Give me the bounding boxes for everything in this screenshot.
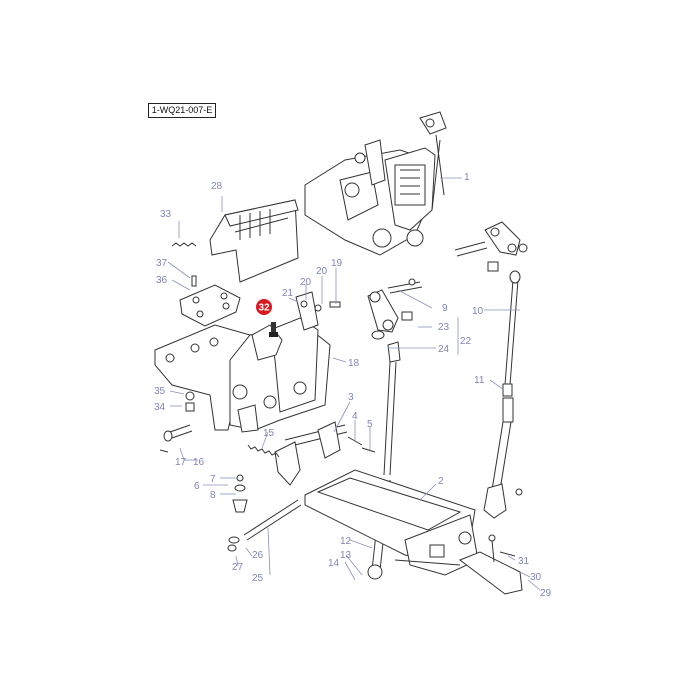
part-label-35: 35: [154, 386, 166, 397]
part-label-20a: 20: [316, 266, 328, 277]
long-pin-25: [227, 499, 302, 552]
part-label-3: 3: [348, 392, 354, 403]
part-label-29: 29: [540, 588, 552, 599]
part-label-15: 15: [263, 428, 275, 439]
part-label-20b: 20: [300, 277, 312, 288]
stud-stack: [232, 474, 248, 513]
highlighted-bolt-32: [269, 322, 278, 337]
part-label-36: 36: [156, 275, 168, 286]
part-label-37: 37: [156, 258, 168, 269]
part-label-27: 27: [232, 562, 244, 573]
part-label-12: 12: [340, 536, 352, 547]
part-label-28: 28: [211, 181, 223, 192]
pin-16: [159, 424, 193, 453]
part-label-11: 11: [474, 375, 485, 386]
part-label-13: 13: [340, 550, 352, 561]
link-arm: [367, 278, 423, 333]
part-label-6: 6: [194, 481, 200, 492]
part-label-30: 30: [530, 572, 542, 583]
part-label-17: 17: [175, 457, 187, 468]
part-label-31: 31: [518, 556, 530, 567]
part-labels: 1 2 3 4 5 6 7 8 9 10 11 12 13 14 15 16 1…: [154, 172, 552, 599]
mounting-plate: [179, 284, 241, 327]
part-label-21: 21: [282, 288, 294, 299]
part-label-19: 19: [331, 258, 343, 269]
part-label-2: 2: [438, 476, 444, 487]
part-label-24: 24: [438, 344, 450, 355]
hook-assembly: [458, 534, 523, 595]
part-label-18: 18: [348, 358, 360, 369]
part-label-4: 4: [352, 411, 358, 422]
spring-15: [247, 444, 280, 458]
part-label-1: 1: [464, 172, 470, 183]
part-label-9: 9: [442, 303, 448, 314]
leader-lines: [167, 177, 541, 591]
highlight-badge: 32: [256, 299, 272, 315]
spring-33: [171, 242, 197, 247]
main-bracket-housing: [154, 291, 331, 433]
part-label-5: 5: [367, 419, 373, 430]
pin-37: [191, 275, 197, 287]
part-label-34: 34: [154, 402, 166, 413]
bushing-23: [401, 311, 413, 321]
washer-24: [371, 330, 385, 340]
part-label-26: 26: [252, 550, 264, 561]
part-label-22: 22: [460, 336, 472, 347]
part-label-16: 16: [193, 457, 205, 468]
small-fasteners: [185, 300, 341, 412]
highlighted-part-label: 32: [258, 303, 270, 314]
lift-housing: [304, 111, 447, 256]
part-label-23: 23: [438, 322, 450, 333]
tie-rod-10: [502, 270, 521, 397]
lower-right-rod: [483, 397, 523, 519]
guard-cover: [209, 199, 299, 283]
part-label-14: 14: [328, 558, 340, 569]
reference-code-box: 1-WQ21-007-E: [148, 103, 216, 118]
part-label-33: 33: [160, 209, 172, 220]
part-label-8: 8: [210, 490, 216, 501]
part-label-25: 25: [252, 573, 264, 584]
part-label-10: 10: [472, 306, 484, 317]
upper-right-arm: [454, 221, 528, 272]
part-label-7: 7: [210, 474, 216, 485]
